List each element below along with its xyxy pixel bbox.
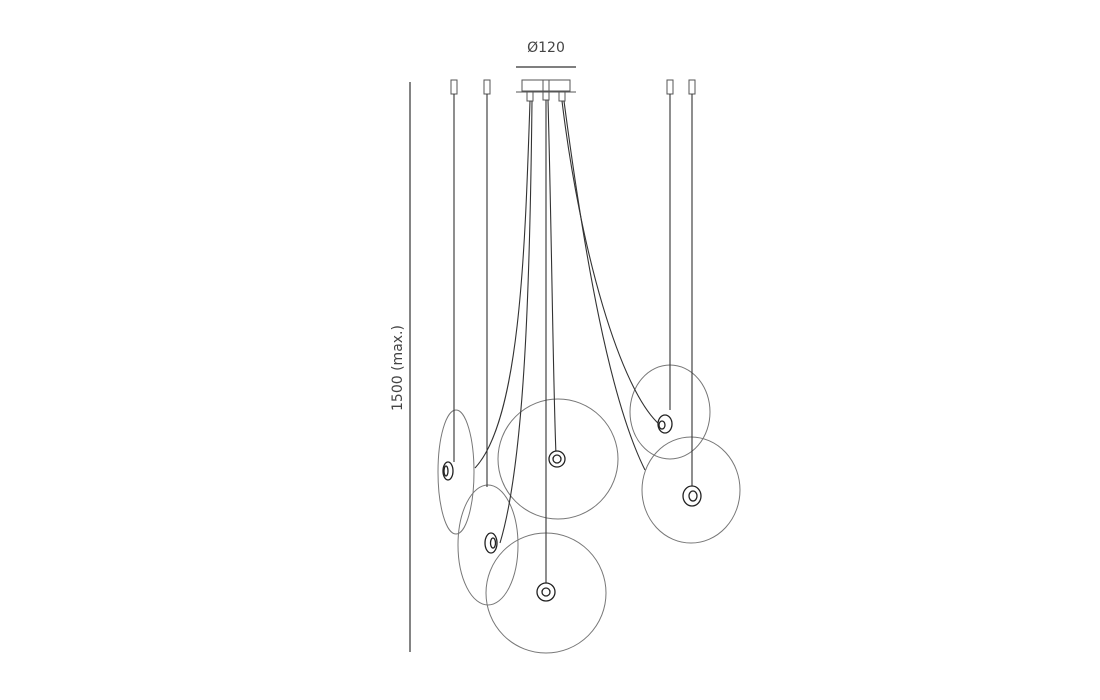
ceiling-canopy [516, 79, 576, 102]
disc-left-lower [457, 484, 519, 606]
disc-left [437, 409, 475, 535]
disc-center [497, 398, 619, 520]
lamp-sockets [442, 414, 702, 602]
suspension-cables [453, 94, 693, 585]
glass-discs [437, 364, 741, 654]
height-dimension-label: 1500 (max.) [390, 325, 406, 411]
diameter-dimension-label: Ø120 [527, 40, 565, 56]
disc-right-lower [641, 436, 741, 544]
